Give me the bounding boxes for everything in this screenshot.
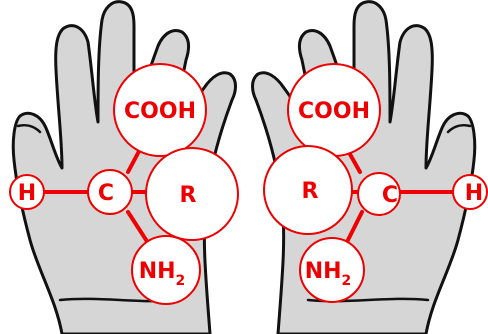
left-atom-r: R: [145, 147, 239, 241]
right-label-cooh: COOH: [298, 99, 370, 124]
right-atom-c: C: [357, 172, 401, 216]
left-label-cooh: COOH: [124, 99, 196, 124]
right-label-r: R: [302, 179, 319, 204]
right-label-c: C: [382, 183, 398, 208]
right-label-nh-subscript: 2: [342, 273, 352, 289]
right-atom-r: R: [263, 145, 353, 235]
right-atom-nh2: NH2: [299, 237, 365, 303]
right-label-h: H: [465, 181, 483, 206]
left-label-nh-subscript: 2: [176, 273, 186, 289]
right-atom-cooh: COOH: [287, 63, 381, 157]
left-label-nh2: NH2: [139, 259, 186, 289]
left-atom-h: H: [9, 174, 45, 210]
right-label-nh2: NH2: [305, 259, 352, 289]
left-bond-c-nh2: [126, 210, 152, 248]
left-label-c: C: [98, 181, 114, 206]
left-label-h: H: [18, 181, 36, 206]
left-label-r: R: [180, 183, 197, 208]
left-label-nh: NH: [139, 259, 176, 284]
right-atom-h: H: [452, 174, 488, 210]
right-label-nh: NH: [305, 259, 342, 284]
left-atom-nh2: NH2: [131, 235, 201, 305]
right-thumb-crease: [446, 124, 472, 134]
left-atom-c: C: [87, 169, 133, 215]
left-thumb-crease: [16, 124, 42, 134]
left-atom-cooh: COOH: [113, 63, 207, 157]
